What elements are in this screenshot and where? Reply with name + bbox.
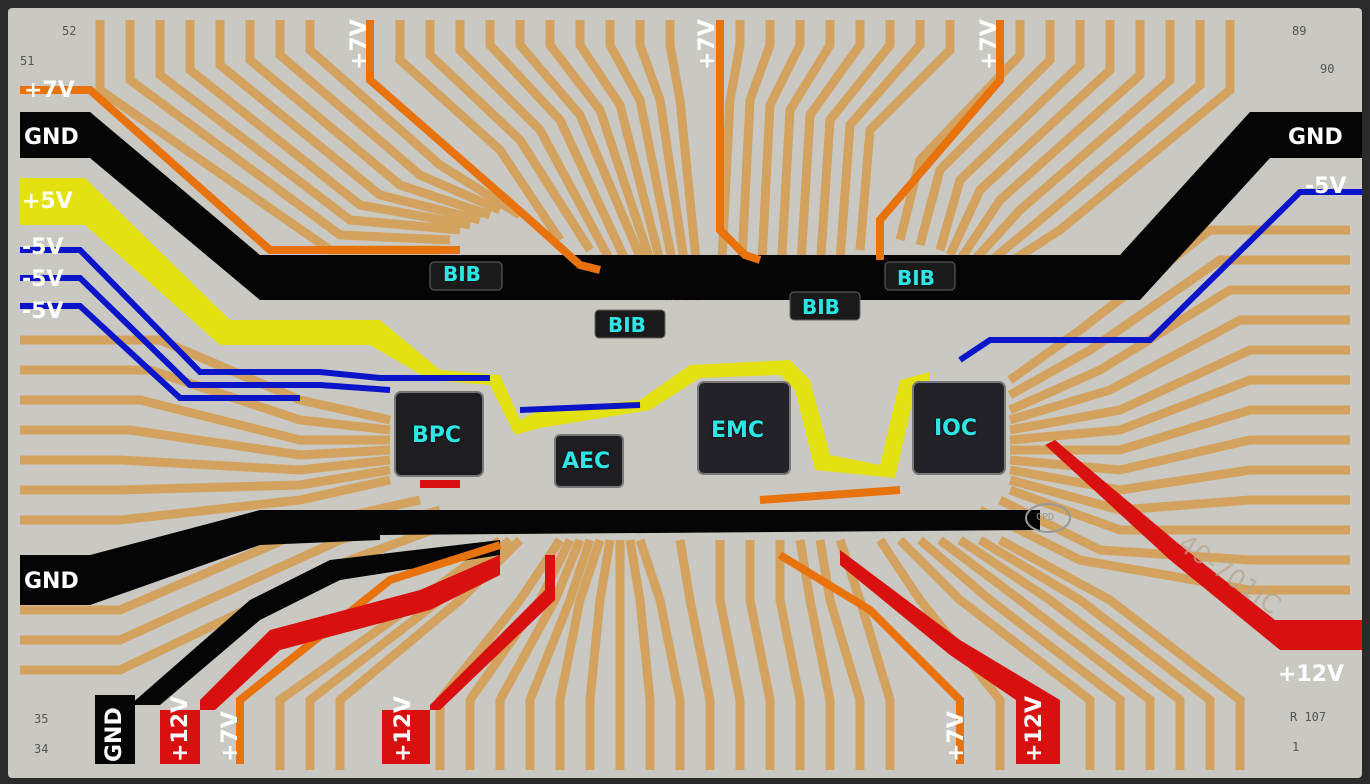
gold-traces [20, 20, 1350, 770]
cpd-logo [1025, 503, 1071, 533]
top-p7v-label-a: +7V [347, 19, 372, 70]
pin-number-51: 51 [20, 54, 35, 68]
bottom-p12v-label-a: +12V [168, 695, 193, 762]
logo-text: CPD [1036, 512, 1055, 523]
bib-label-4: BIB [897, 266, 935, 290]
left-p5v-label: +5V [22, 189, 73, 214]
aec-chip [554, 434, 624, 488]
left-n5v-label-b: -5V [22, 267, 64, 292]
ioc-chip [912, 381, 1006, 475]
pin-number-89: 89 [1292, 24, 1307, 38]
aec-label: AEC [562, 449, 611, 474]
right-p12v-label: +12V [1278, 662, 1345, 687]
pin-number-107: R 107 [1290, 710, 1327, 724]
p12v-traces [160, 440, 1362, 764]
bib-chip-2 [594, 309, 666, 339]
bottom-p12v-label-c: +12V [1022, 695, 1047, 762]
pin-number-52: 52 [62, 24, 77, 38]
bpc-label: BPC [412, 423, 462, 448]
pin-number-35: 35 [34, 712, 49, 726]
pin-number-1: 1 [1292, 740, 1300, 754]
bib-chip-4 [884, 261, 956, 291]
left-n5v-label-a: -5V [22, 235, 64, 260]
top-p7v-label-c: +7V [977, 19, 1002, 70]
right-gnd-label: GND [1288, 125, 1343, 150]
bib-label-2: BIB [608, 313, 646, 337]
chip-packages [394, 261, 1006, 488]
right-n5v-label: -5V [1305, 174, 1347, 199]
emc-label: EMC [711, 418, 765, 443]
ioc-label: IOC [934, 416, 978, 441]
left-n5v-label-c: -5V [22, 299, 64, 324]
bib-chip-3 [789, 291, 861, 321]
emc-chip [697, 381, 791, 475]
pin-number-90: 90 [1320, 62, 1335, 76]
left-gnd-top-label: GND [24, 125, 79, 150]
bib-label-3: BIB [802, 295, 840, 319]
bottom-p7v-label-b: +7V [944, 711, 969, 762]
bib-chip-1 [429, 261, 503, 291]
p5v-trace [20, 178, 930, 478]
left-p7v-label: +7V [24, 78, 75, 103]
bottom-gnd-label: GND [102, 707, 127, 762]
pin-number-34: 34 [34, 742, 49, 756]
top-p7v-label-b: +7V [695, 19, 720, 70]
left-gnd-bottom-label: GND [24, 569, 79, 594]
bpc-chip [394, 391, 484, 477]
n5v-traces [20, 189, 1362, 413]
bottom-p12v-label-b: +12V [391, 695, 416, 762]
bib-label-1: BIB [443, 262, 481, 286]
bottom-p7v-label-a: +7V [218, 711, 243, 762]
